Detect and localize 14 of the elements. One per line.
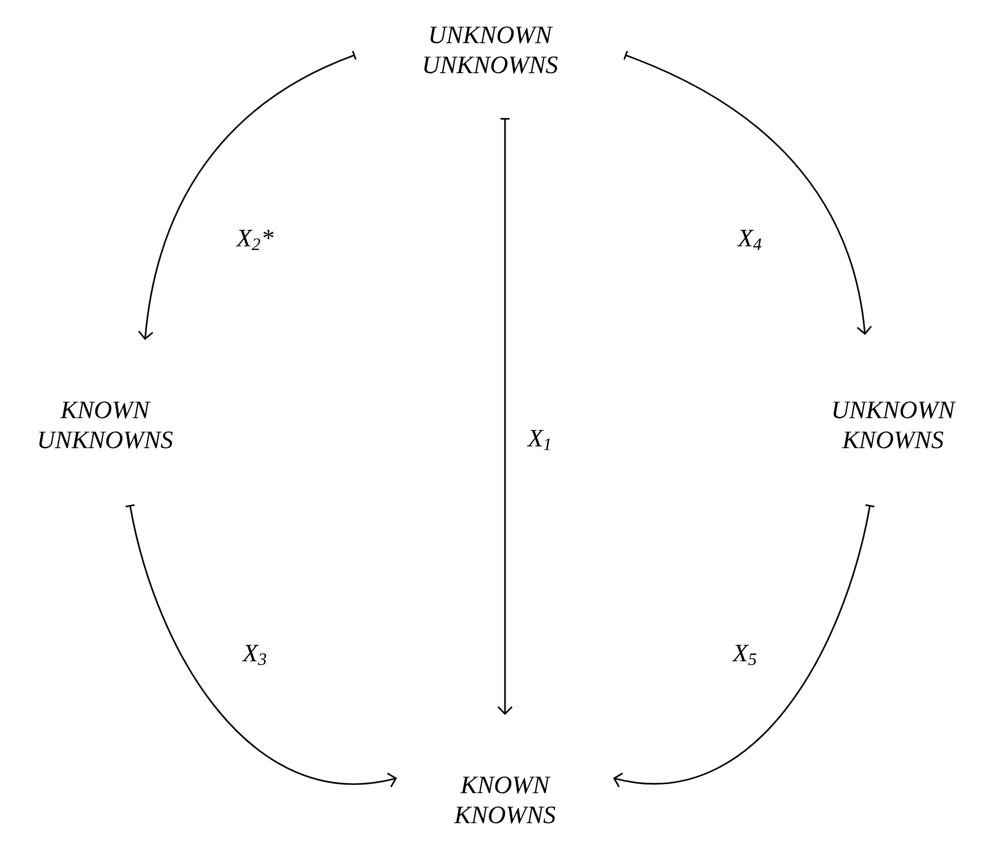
- edge-label: X$_{1}$: [526, 430, 550, 450]
- term-label: UNKNOWN UNKNOWNS: [424, 26, 558, 74]
- edge-label: X$_{2}$*: [236, 230, 274, 250]
- arrow: [623, 50, 872, 335]
- arrow: [613, 504, 874, 788]
- arrow: [126, 504, 397, 788]
- edge-label: X$_{4}$: [736, 230, 762, 250]
- term-label: KNOWN UNKNOWNS: [39, 402, 173, 448]
- edge-label: X$_{3}$: [242, 644, 266, 666]
- arrow: [138, 50, 357, 340]
- term-label: KNOWN KNOWNS: [454, 776, 556, 824]
- arrow: [497, 118, 513, 715]
- term-label: UNKNOWN KNOWNS: [833, 402, 956, 448]
- edge-label: X$_{5}$: [732, 644, 756, 666]
